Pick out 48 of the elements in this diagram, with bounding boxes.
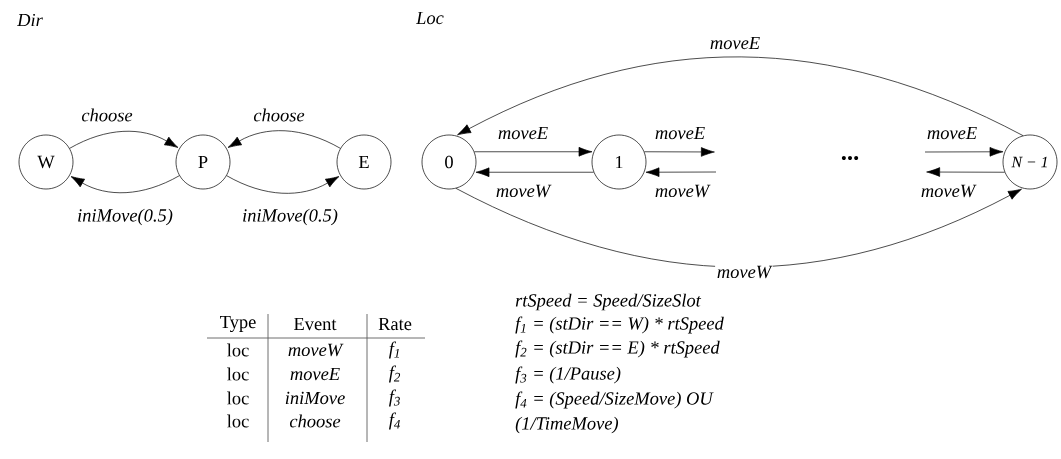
edge-label: iniMove(0.5) bbox=[75, 206, 175, 228]
table-cell: moveE bbox=[290, 367, 340, 381]
table-cell: loc bbox=[227, 391, 249, 405]
table-cell: choose bbox=[289, 414, 341, 428]
arrow bbox=[926, 167, 1005, 177]
arrow bbox=[455, 188, 1022, 268]
arrow bbox=[924, 147, 1004, 157]
rate-formula: f$_{3}$ = (1/Pause) bbox=[515, 366, 621, 384]
edge-label: moveW bbox=[919, 183, 977, 199]
table-cell: loc bbox=[227, 367, 249, 381]
arrow bbox=[457, 56, 1024, 136]
table-cell: Type bbox=[220, 316, 256, 332]
rate-formula: f$_{1}$ = (stDir == W) * rtSpeed bbox=[515, 316, 724, 334]
arrow bbox=[645, 167, 717, 177]
edge-label: moveE bbox=[653, 125, 707, 141]
panel-title: Loc bbox=[415, 11, 444, 25]
table-cell: Rate bbox=[378, 317, 412, 331]
edge-label: moveE bbox=[708, 35, 762, 51]
arrow bbox=[226, 175, 340, 194]
table-cell: iniMove bbox=[285, 391, 345, 405]
ellipsis: ... bbox=[841, 156, 859, 160]
arrow bbox=[69, 130, 179, 149]
arrow bbox=[475, 167, 594, 177]
rate-formula: f$_{4}$ = (Speed/SizeMove) OU bbox=[515, 391, 714, 409]
table-cell: f$_{1}$ bbox=[389, 341, 399, 359]
edge-label: choose bbox=[79, 106, 135, 124]
arrow bbox=[227, 130, 341, 149]
edge-label: moveE bbox=[925, 125, 979, 141]
panel-title: Dir bbox=[16, 13, 43, 27]
edge-label: moveW bbox=[653, 183, 711, 199]
table-cell: Event bbox=[294, 317, 337, 331]
arrow bbox=[70, 175, 180, 194]
rate-formula: (1/TimeMove) bbox=[515, 416, 619, 434]
table-cell: f$_{2}$ bbox=[389, 365, 401, 383]
edge-label: moveE bbox=[496, 125, 550, 141]
table-cell: loc bbox=[227, 414, 249, 428]
table-cell: f$_{4}$ bbox=[389, 412, 401, 430]
table-cell: f$_{3}$ bbox=[389, 389, 400, 407]
edge-label: choose bbox=[251, 106, 307, 124]
rate-formula: f$_{2}$ = (stDir == E) * rtSpeed bbox=[515, 340, 720, 358]
edge-label: moveW bbox=[715, 264, 773, 280]
arrow bbox=[644, 147, 715, 157]
edge-label: iniMove(0.5) bbox=[240, 206, 340, 228]
rate-formula: rtSpeed = Speed/SizeSlot bbox=[515, 293, 702, 311]
arrow bbox=[474, 147, 593, 157]
table-cell: loc bbox=[227, 343, 249, 357]
edge-label: moveW bbox=[494, 183, 552, 199]
table-cell: moveW bbox=[288, 343, 344, 357]
